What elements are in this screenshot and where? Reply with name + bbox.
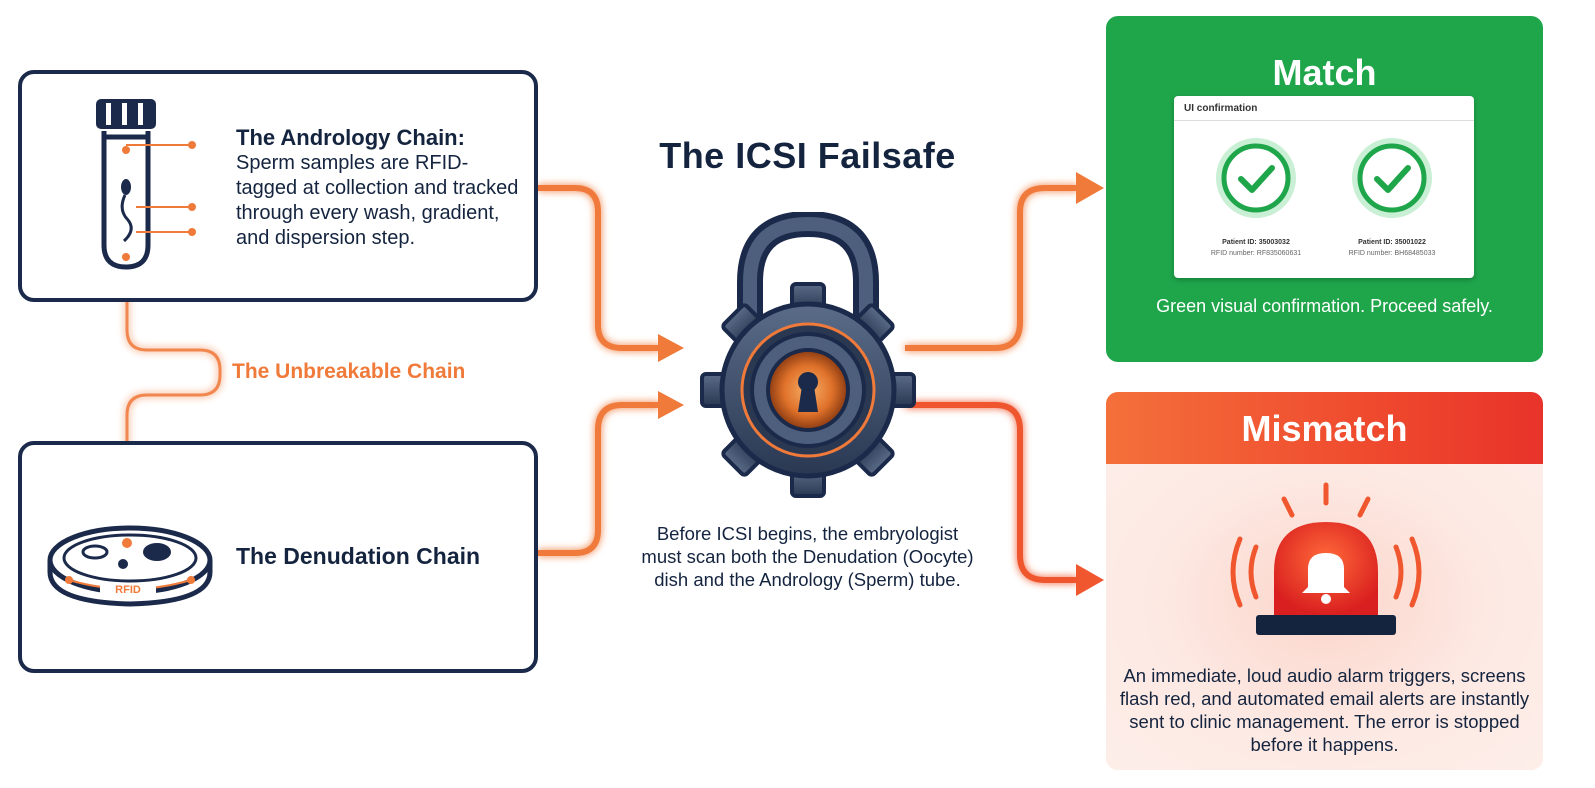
arrowhead-match	[1076, 172, 1104, 204]
arrow-andrology-to-lock	[538, 185, 660, 351]
andrology-title: The Andrology Chain:	[236, 125, 465, 150]
match-description: Green visual confirmation. Proceed safel…	[1156, 296, 1493, 316]
alarm-bell-icon	[1230, 482, 1422, 635]
right-patient-id: Patient ID: 35001022	[1358, 239, 1426, 246]
right-rfid-number: RFID number: BH68485033	[1348, 250, 1436, 257]
andrology-description: Sperm samples are RFID-tagged at collect…	[236, 152, 519, 249]
ui-confirmation-card: UI confirmation Patient ID: 35003032 RFI…	[1174, 96, 1474, 278]
arrow-denudation-to-lock	[538, 402, 660, 556]
arrowhead-denudation	[658, 391, 684, 419]
mismatch-description: An immediate, loud audio alarm triggers,…	[1119, 665, 1530, 755]
check-circle-icon	[1216, 138, 1296, 218]
petri-dish-icon	[47, 525, 213, 607]
mismatch-header: Mismatch	[1106, 392, 1543, 464]
match-title: Match	[1272, 52, 1377, 93]
chain-line	[125, 258, 222, 520]
gear-padlock-icon	[700, 212, 916, 498]
check-circle-icon	[1352, 138, 1432, 218]
rfid-dish-label: RFID	[100, 584, 156, 596]
mismatch-title: Mismatch	[1241, 408, 1408, 449]
card-divider	[1174, 120, 1474, 121]
denudation-title: The Denudation Chain	[236, 543, 481, 569]
andrology-text: The Andrology Chain: Sperm samples are R…	[236, 125, 526, 251]
center-title: The ICSI Failsafe	[659, 135, 956, 176]
center-description: Before ICSI begins, the embryologist mus…	[641, 523, 974, 590]
arrowhead-mismatch	[1076, 564, 1104, 596]
arrowhead-andrology	[658, 334, 684, 362]
ui-confirmation-title: UI confirmation	[1184, 103, 1258, 114]
left-rfid-number: RFID number: RF835060631	[1210, 250, 1302, 257]
left-patient-id: Patient ID: 35003032	[1222, 239, 1290, 246]
arrow-lock-to-mismatch	[905, 402, 1078, 583]
test-tube-icon	[96, 99, 196, 270]
mismatch-panel: Mismatch An immediate, loud audio alarm …	[1106, 392, 1543, 770]
unbreakable-chain-label: The Unbreakable Chain	[232, 360, 466, 383]
match-panel: Match UI confirmation Patient ID: 350030…	[1106, 16, 1543, 362]
arrow-lock-to-match	[905, 185, 1078, 351]
